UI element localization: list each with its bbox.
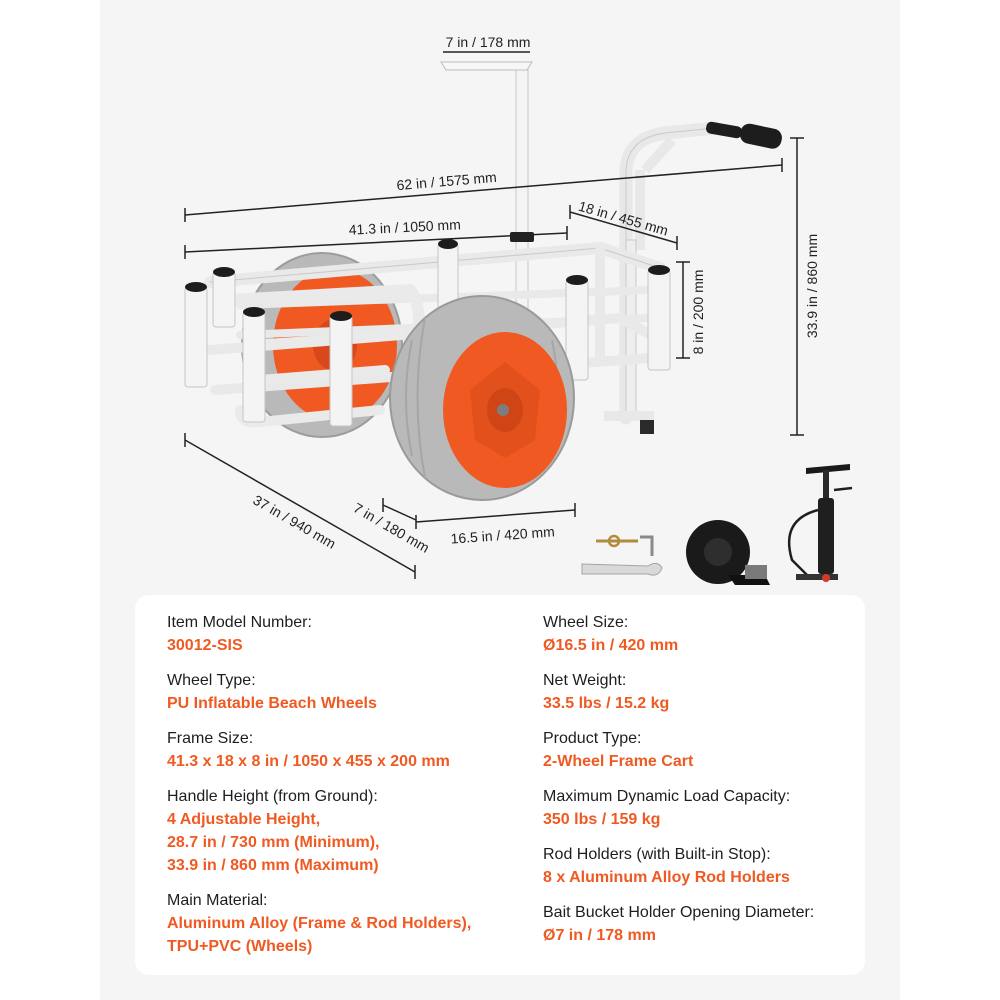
spec-load-capacity: Maximum Dynamic Load Capacity: 350 lbs /… xyxy=(543,785,853,831)
spec-column-left: Item Model Number: 30012-SIS Wheel Type:… xyxy=(167,611,507,970)
wheel-diameter-label: 16.5 in / 420 mm xyxy=(450,523,555,546)
spec-label: Wheel Size: xyxy=(543,614,629,631)
handle xyxy=(604,121,782,434)
spec-label: Rod Holders (with Built-in Stop): xyxy=(543,846,771,863)
wrench-icon xyxy=(581,534,663,576)
cart-illustration xyxy=(184,61,782,501)
spec-label: Bait Bucket Holder Opening Diameter: xyxy=(543,904,815,921)
spec-value-line: TPU+PVC (Wheels) xyxy=(167,938,313,955)
spec-value-line: 4 Adjustable Height, xyxy=(167,811,321,828)
spec-rod-holders: Rod Holders (with Built-in Stop): 8 x Al… xyxy=(543,843,853,889)
spec-label: Main Material: xyxy=(167,892,268,909)
spec-value: 33.5 lbs / 15.2 kg xyxy=(543,692,853,715)
wheel-width-label: 7 in / 180 mm xyxy=(351,500,432,556)
strap-icon xyxy=(686,520,770,585)
cart-diagram: 7 in / 178 mm 62 in / 1575 mm 41.3 in / … xyxy=(184,34,853,585)
bait-bucket-holder xyxy=(440,61,533,71)
spec-value-line: 33.5 lbs / 15.2 kg xyxy=(543,695,670,712)
spec-label: Frame Size: xyxy=(167,730,254,747)
overall-width-label: 37 in / 940 mm xyxy=(250,492,338,552)
spec-label: Wheel Type: xyxy=(167,672,256,689)
spec-value-line: 28.7 in / 730 mm (Minimum), xyxy=(167,834,380,851)
spec-value: 350 lbs / 159 kg xyxy=(543,808,853,831)
spec-value: 2-Wheel Frame Cart xyxy=(543,750,853,773)
spec-label: Net Weight: xyxy=(543,672,627,689)
frame-height-label: 8 in / 200 mm xyxy=(690,270,706,355)
spec-value-line: Ø7 in / 178 mm xyxy=(543,927,656,944)
handle-height-label: 33.9 in / 860 mm xyxy=(804,234,820,338)
rod-holders xyxy=(184,239,671,427)
spec-value: 41.3 x 18 x 8 in / 1050 x 455 x 200 mm xyxy=(167,750,507,773)
spec-value-line: 41.3 x 18 x 8 in / 1050 x 455 x 200 mm xyxy=(167,753,450,770)
spec-value-line: 33.9 in / 860 mm (Maximum) xyxy=(167,857,379,874)
spec-value: Ø16.5 in / 420 mm xyxy=(543,634,853,657)
spec-value: PU Inflatable Beach Wheels xyxy=(167,692,507,715)
spec-handle-height: Handle Height (from Ground): 4 Adjustabl… xyxy=(167,785,507,877)
spec-value-line: Aluminum Alloy (Frame & Rod Holders), xyxy=(167,915,472,932)
spec-wheel-type: Wheel Type: PU Inflatable Beach Wheels xyxy=(167,669,507,715)
frame-length-label: 41.3 in / 1050 mm xyxy=(348,216,461,237)
spec-value: 4 Adjustable Height, 28.7 in / 730 mm (M… xyxy=(167,808,507,877)
spec-card: Item Model Number: 30012-SIS Wheel Type:… xyxy=(135,595,865,975)
spec-label: Product Type: xyxy=(543,730,642,747)
handle-grip xyxy=(740,123,782,149)
spec-frame-size: Frame Size: 41.3 x 18 x 8 in / 1050 x 45… xyxy=(167,727,507,773)
spec-value: Ø7 in / 178 mm xyxy=(543,924,853,947)
spec-label: Item Model Number: xyxy=(167,614,312,631)
spec-value-line: 8 x Aluminum Alloy Rod Holders xyxy=(543,869,790,886)
spec-value-line: PU Inflatable Beach Wheels xyxy=(167,695,377,712)
bucket-width-label: 7 in / 178 mm xyxy=(446,34,531,50)
spec-main-material: Main Material: Aluminum Alloy (Frame & R… xyxy=(167,889,507,958)
spec-net-weight: Net Weight: 33.5 lbs / 15.2 kg xyxy=(543,669,853,715)
spec-value-line: 30012-SIS xyxy=(167,637,243,654)
spec-column-right: Wheel Size: Ø16.5 in / 420 mm Net Weight… xyxy=(543,611,853,959)
spec-bucket-diameter: Bait Bucket Holder Opening Diameter: Ø7 … xyxy=(543,901,853,947)
spec-value-line: Ø16.5 in / 420 mm xyxy=(543,637,679,654)
spec-label: Maximum Dynamic Load Capacity: xyxy=(543,788,791,805)
dimension-lines xyxy=(184,51,804,579)
spec-value: Aluminum Alloy (Frame & Rod Holders), TP… xyxy=(167,912,507,958)
spec-product-type: Product Type: 2-Wheel Frame Cart xyxy=(543,727,853,773)
spec-value-line: 2-Wheel Frame Cart xyxy=(543,753,694,770)
spec-value-line: 350 lbs / 159 kg xyxy=(543,811,661,828)
pump-icon xyxy=(787,464,853,582)
spec-label: Handle Height (from Ground): xyxy=(167,788,378,805)
spec-value: 8 x Aluminum Alloy Rod Holders xyxy=(543,866,853,889)
spec-model-number: Item Model Number: 30012-SIS xyxy=(167,611,507,657)
spec-wheel-size: Wheel Size: Ø16.5 in / 420 mm xyxy=(543,611,853,657)
spec-value: 30012-SIS xyxy=(167,634,507,657)
front-wheel xyxy=(389,295,575,501)
